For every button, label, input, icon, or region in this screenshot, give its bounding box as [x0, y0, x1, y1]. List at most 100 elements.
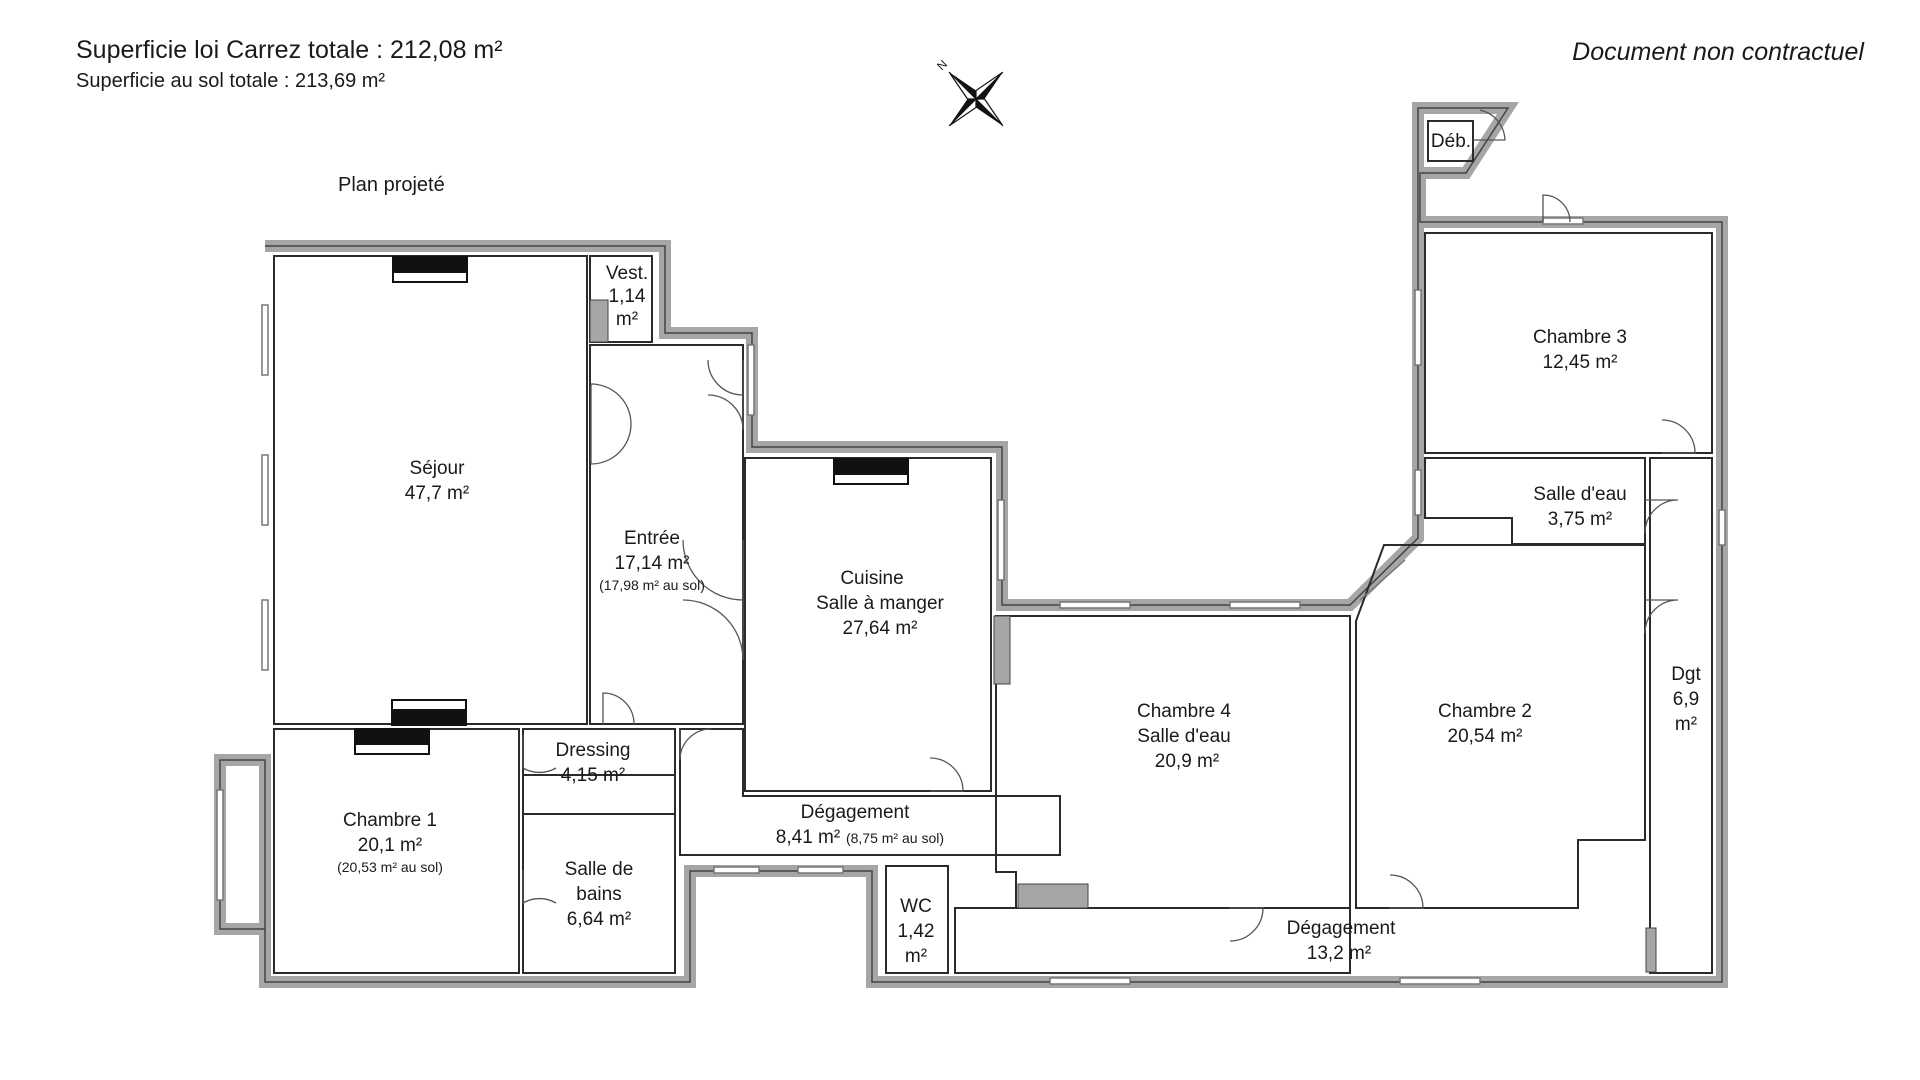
door-icon — [1661, 419, 1696, 454]
wall-block — [993, 615, 1011, 685]
door-icon — [590, 383, 632, 425]
room-dgt — [1649, 457, 1713, 974]
window-icon — [1414, 289, 1422, 366]
window-icon — [713, 866, 760, 874]
room-degagement2 — [954, 907, 1351, 974]
carrez-area-total: Superficie loi Carrez totale : 212,08 m² — [76, 36, 503, 64]
room-label-chambre2-name: Chambre 2 — [1438, 701, 1532, 722]
room-label-sdb-area: 6,64 m² — [567, 909, 631, 930]
room-label-dgt-area2: m² — [1675, 714, 1697, 735]
door-icon — [1644, 599, 1679, 634]
door-icon — [522, 870, 557, 905]
doors — [522, 109, 1696, 942]
room-label-sejour-name: Séjour — [410, 458, 466, 479]
room-entree — [589, 344, 744, 725]
room-label-sejour-area: 47,7 m² — [405, 483, 469, 504]
fireplace-icon — [392, 256, 468, 283]
door-icon — [590, 423, 632, 465]
door-icon — [1542, 194, 1571, 223]
room-label-cuisine-area: 27,64 m² — [843, 618, 918, 639]
fireplace-icon — [354, 728, 430, 755]
room-label-degagement2-area: 13,2 m² — [1307, 943, 1371, 964]
room-label-sdb-name2: bains — [576, 884, 621, 905]
door-icon — [929, 757, 964, 792]
room-sde — [1424, 457, 1646, 545]
fireplace-icon — [391, 699, 467, 726]
room-label-chambre3-name: Chambre 3 — [1533, 327, 1627, 348]
room-label-dressing-name: Dressing — [556, 740, 631, 761]
room-label-sde-name: Salle d'eau — [1533, 484, 1626, 505]
room-label-dgt-name: Dgt — [1671, 664, 1701, 685]
door-icon — [522, 735, 557, 774]
room-label-chambre4-name2: Salle d'eau — [1137, 726, 1230, 747]
room-label-chambre2-area: 20,54 m² — [1448, 726, 1523, 747]
window-icon — [747, 344, 755, 416]
door-icon — [682, 539, 744, 601]
plan-label: Plan projeté — [338, 174, 445, 196]
room-label-wc-area2: m² — [905, 946, 927, 967]
door-icon — [682, 599, 744, 661]
room-label-wc-area1: 1,42 — [898, 921, 935, 942]
window-icon — [261, 304, 269, 376]
room-label-degagement1-area: 8,41 m² — [776, 827, 840, 848]
room-label-chambre1-area: 20,1 m² — [358, 835, 422, 856]
room-label-vest-area2: m² — [616, 309, 638, 330]
window-icon — [1229, 601, 1301, 609]
window-icon — [261, 599, 269, 671]
window-icon — [1542, 217, 1584, 225]
room-label-sde-area: 3,75 m² — [1548, 509, 1612, 530]
window-icon — [1059, 601, 1131, 609]
compass-north-label: N — [934, 57, 950, 73]
room-label-chambre4-area: 20,9 m² — [1155, 751, 1219, 772]
door-icon — [1644, 499, 1679, 534]
room-label-dressing-area: 4,15 m² — [561, 765, 625, 786]
room-label-degagement2-name: Dégagement — [1287, 918, 1397, 939]
door-icon — [1229, 907, 1264, 942]
wall-block — [1645, 927, 1657, 973]
door-icon — [1389, 874, 1424, 909]
window-icon — [1414, 469, 1422, 516]
room-label-chambre4-name: Chambre 4 — [1137, 701, 1231, 722]
room-label-chambre1-ground: (20,53 m² au sol) — [337, 859, 443, 875]
window-icon — [797, 866, 844, 874]
room-label-degagement1-ground: (8,75 m² au sol) — [846, 830, 944, 846]
window-icon — [216, 789, 224, 901]
compass-rose: N — [934, 57, 1004, 127]
room-label-dgt-area1: 6,9 — [1673, 689, 1699, 710]
room-degagement1 — [679, 728, 1061, 856]
door-icon — [707, 394, 744, 431]
room-label-cuisine-name: Cuisine — [840, 568, 903, 589]
room-label-chambre3-area: 12,45 m² — [1543, 352, 1618, 373]
room-debarras — [1427, 120, 1474, 162]
room-wc — [885, 865, 949, 974]
room-dressing — [522, 728, 676, 815]
room-chambre3 — [1424, 232, 1713, 454]
disclaimer: Document non contractuel — [1572, 38, 1864, 66]
fireplace-icon — [833, 458, 909, 485]
room-label-entree-name: Entrée — [624, 528, 680, 549]
ground-area-total: Superficie au sol totale : 213,69 m² — [76, 70, 386, 92]
room-label-sdb-name: Salle de — [565, 859, 634, 880]
room-label-entree-ground: (17,98 m² au sol) — [599, 577, 705, 593]
outer-walls — [214, 102, 1728, 988]
window-icon — [997, 499, 1005, 581]
windows — [216, 217, 1726, 985]
door-icon — [602, 692, 635, 725]
wall-block — [1017, 883, 1089, 909]
door-icon — [707, 359, 744, 396]
window-icon — [1049, 977, 1131, 985]
room-label-vest-area1: 1,14 — [609, 286, 646, 307]
window-icon — [1399, 977, 1481, 985]
room-vestiaire — [589, 255, 653, 343]
room-label-cuisine-name2: Salle à manger — [816, 593, 944, 614]
room-label-vest-name: Vest. — [606, 263, 648, 284]
fireplaces — [354, 256, 909, 755]
door-icon — [679, 728, 712, 761]
door-icon — [1473, 109, 1506, 141]
wall-block — [589, 299, 609, 343]
window-icon — [1718, 509, 1726, 546]
room-label-entree-area: 17,14 m² — [615, 553, 690, 574]
window-icon — [261, 454, 269, 526]
room-label-chambre1-name: Chambre 1 — [343, 810, 437, 831]
